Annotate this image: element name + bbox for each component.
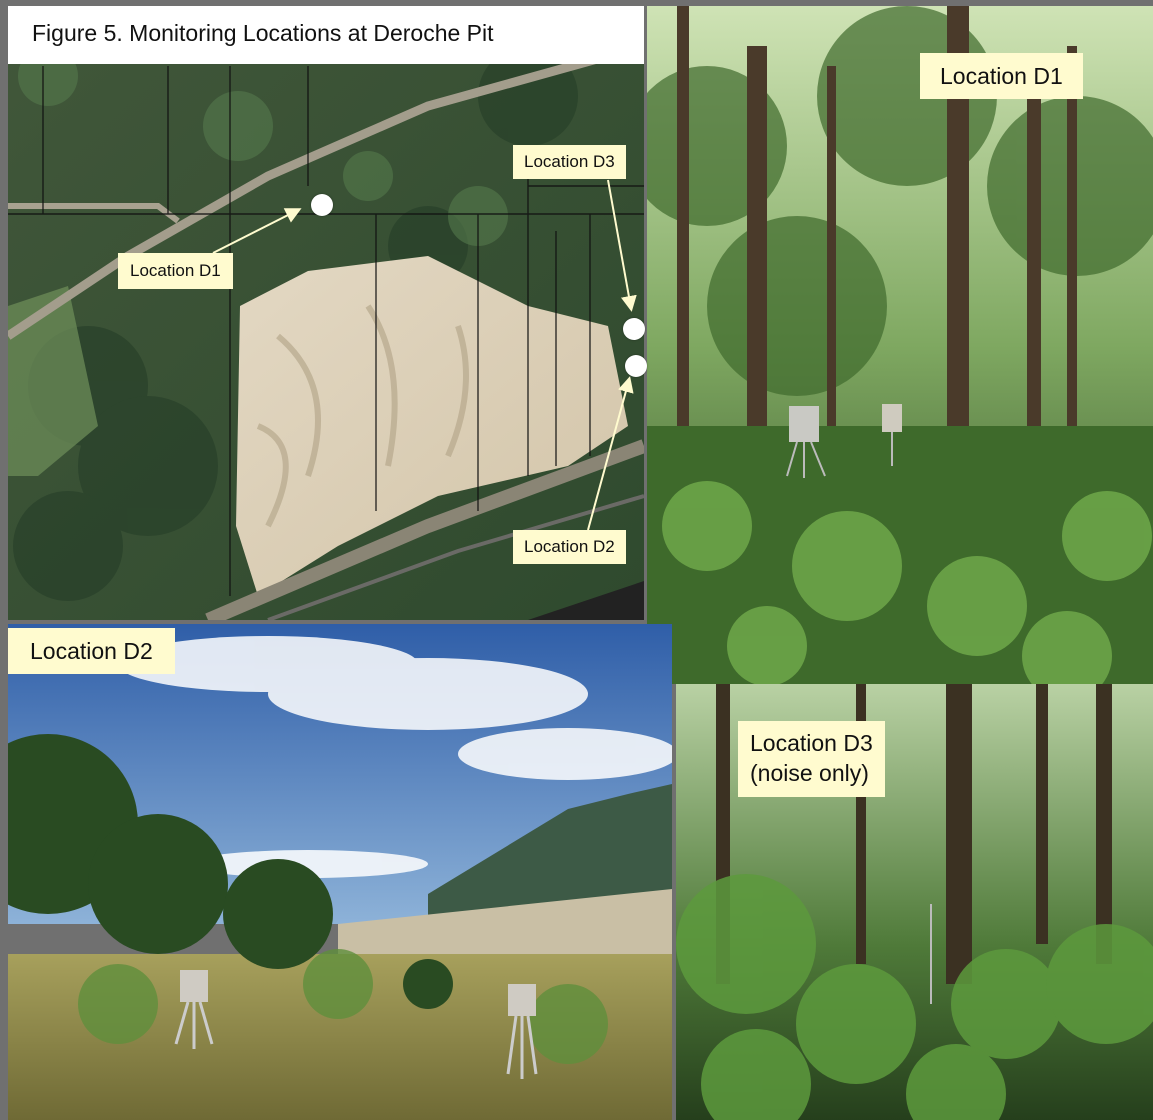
figure-title: Figure 5. Monitoring Locations at Deroch…: [8, 6, 644, 64]
aerial-map-graphic: [8, 6, 644, 620]
marker-d3: [623, 318, 645, 340]
photo-label-d3-line2: (noise only): [750, 759, 869, 786]
marker-d1: [311, 194, 333, 216]
photo-location-d2: [8, 624, 672, 1120]
map-label-d2: Location D2: [513, 530, 626, 564]
photo-label-d2: Location D2: [8, 628, 175, 675]
photo-d1-graphic: [647, 6, 1153, 684]
photo-label-d3-line1: Location D3: [750, 730, 873, 756]
map-label-d1: Location D1: [118, 253, 233, 289]
photo-label-d1: Location D1: [920, 53, 1083, 100]
marker-d2: [625, 355, 647, 377]
map-label-d3: Location D3: [513, 145, 626, 179]
aerial-map: [8, 6, 644, 620]
photo-location-d1: [647, 6, 1153, 684]
photo-label-d3: Location D3 (noise only): [738, 721, 885, 797]
photo-d2-graphic: [8, 624, 672, 1120]
